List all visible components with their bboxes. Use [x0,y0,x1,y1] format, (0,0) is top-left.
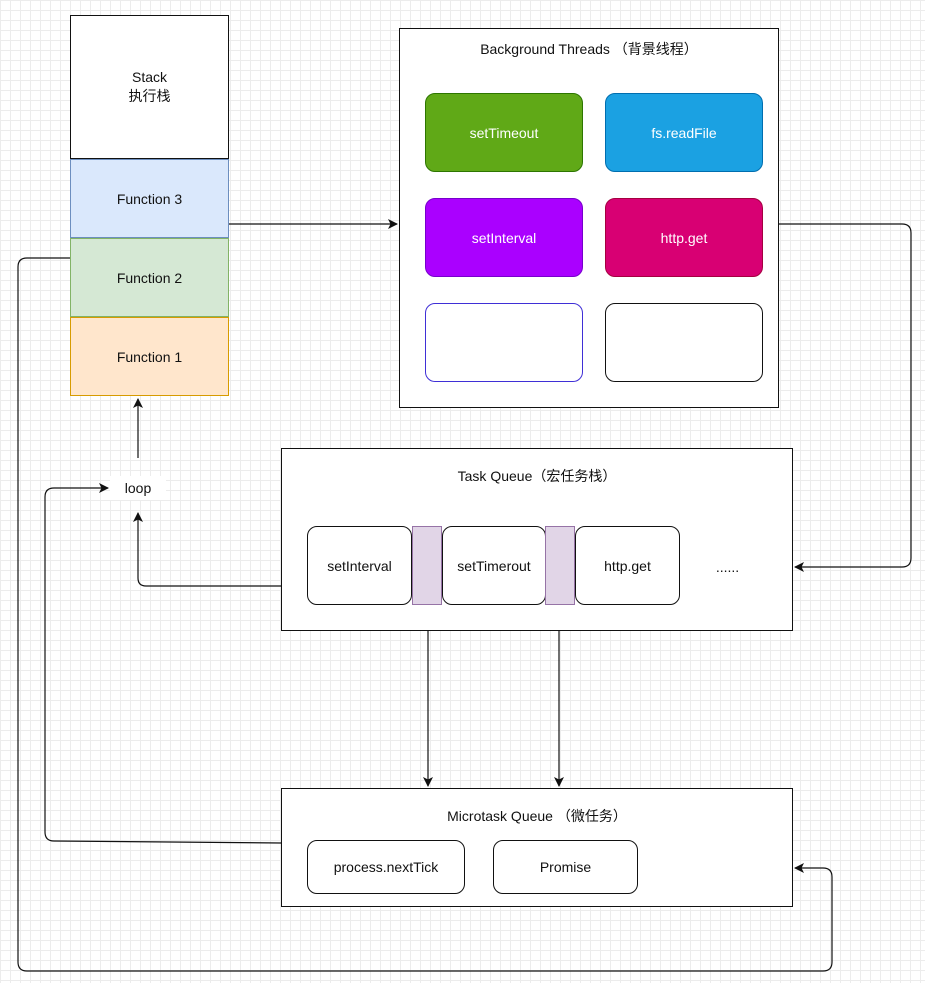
microtask-item-promise: Promise [493,840,638,894]
microtask-item-label: process.nextTick [333,859,439,875]
task-queue-title: Task Queue（宏任务栈） [457,468,617,484]
thread-label: fs.readFile [651,124,717,141]
thread-empty-slot [425,303,583,382]
thread-settimeout: setTimeout [425,93,583,172]
thread-http-get: http.get [605,198,763,277]
loop-label: loop [110,476,166,500]
loop-text: loop [124,480,152,496]
microtask-queue-title: Microtask Queue （微任务） [447,808,627,824]
background-threads-title: Background Threads （背景线程） [480,41,698,57]
task-item-label: setTimerout [457,557,531,574]
microtask-item-label: Promise [539,859,592,875]
stack-frame-label: Function 2 [116,269,183,286]
task-queue-ellipsis: ...... [700,556,755,578]
task-item-label: http.get [604,557,651,574]
arrow-background-to-task-queue [779,223,912,572]
task-item-setinterval: setInterval [307,526,412,605]
ellipsis-text: ...... [715,559,740,575]
stack-frame-label: Function 3 [116,190,183,207]
stack-header: Stack 执行栈 [70,15,229,159]
microtask-item-process-nexttick: process.nextTick [307,840,465,894]
task-separator [545,526,575,605]
stack-title-cn: 执行栈 [128,88,171,104]
thread-empty-slot [605,303,763,382]
arrow-microtask-to-loop [44,483,282,844]
thread-fs-readfile: fs.readFile [605,93,763,172]
thread-setinterval: setInterval [425,198,583,277]
stack-frame-label: Function 1 [116,348,183,365]
task-item-settimerout: setTimerout [442,526,546,605]
arrow-task-queue-to-loop [133,512,281,587]
stack-title: Stack [131,69,167,85]
thread-label: http.get [660,229,708,246]
thread-label: setTimeout [469,124,539,141]
stack-frame-function-1: Function 1 [70,317,229,396]
task-item-http-get: http.get [575,526,680,605]
stack-frame-function-2: Function 2 [70,238,229,317]
task-separator [412,526,442,605]
thread-label: setInterval [471,229,537,246]
arrow-stack-to-microtask [17,257,833,972]
task-item-label: setInterval [327,557,392,574]
stack-frame-function-3: Function 3 [70,159,229,238]
